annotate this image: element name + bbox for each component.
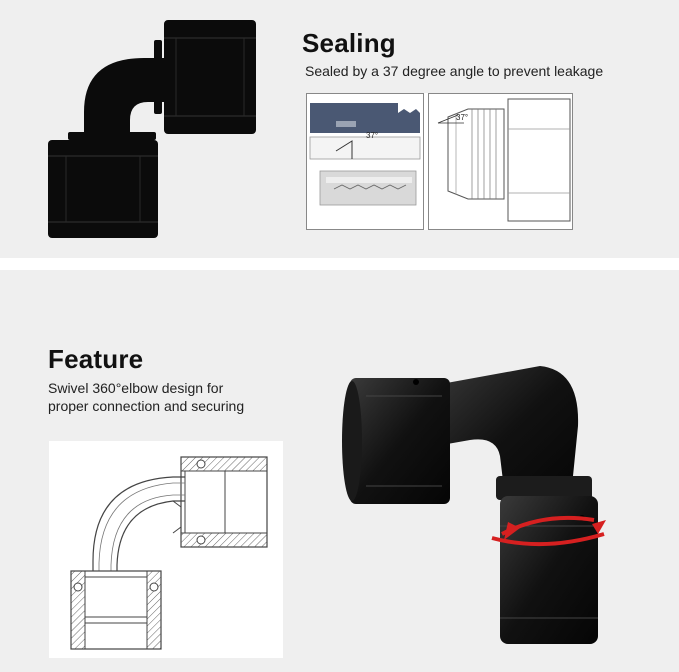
angle-label-right: 37° — [456, 113, 469, 122]
panel-divider — [0, 258, 679, 270]
feature-description-line-2: proper connection and securing — [48, 398, 245, 414]
seal-diagram: 37° 37° — [306, 93, 573, 230]
elbow-cross-section-icon — [70, 456, 268, 650]
elbow-diagram — [49, 441, 283, 658]
sealing-description: Sealed by a 37 degree angle to prevent l… — [305, 63, 604, 79]
flare-side-view-icon — [428, 93, 573, 230]
rotation-arrow-icon — [491, 515, 606, 547]
sealing-title: Sealing — [302, 28, 396, 58]
feature-description-line-1: Swivel 360°elbow design for — [48, 380, 224, 396]
feature-title: Feature — [48, 344, 144, 374]
angle-label-left: 37° — [366, 131, 379, 140]
black-elbow-fitting-photo-icon — [342, 366, 598, 644]
cross-section-seal-icon — [306, 93, 424, 230]
elbow-fitting-silhouette-icon — [48, 20, 256, 238]
feature-description: Swivel 360°elbow design for proper conne… — [48, 379, 308, 415]
